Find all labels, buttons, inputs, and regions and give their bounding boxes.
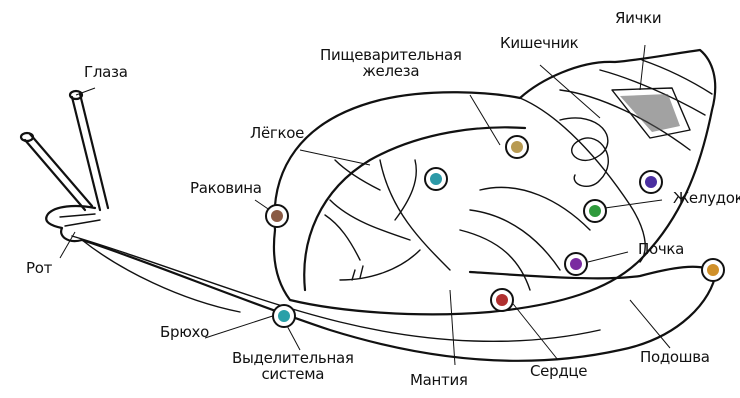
label-eggs: Яички [615, 10, 661, 26]
marker-heart [491, 289, 513, 311]
organ-markers [266, 136, 724, 327]
label-kidney: Почка [638, 241, 684, 257]
label-mantle: Мантия [410, 372, 468, 388]
tentacles [21, 91, 108, 210]
marker-lung [425, 168, 447, 190]
label-excretory-system: Выделительная система [232, 350, 354, 382]
marker-shell [266, 205, 288, 227]
label-lung: Лёгкое [250, 125, 304, 141]
marker-intestine [640, 171, 662, 193]
label-intestine: Кишечник [500, 35, 578, 51]
label-mouth: Рот [26, 260, 52, 276]
label-shell: Раковина [190, 180, 262, 196]
marker-sole [702, 259, 724, 281]
marker-kidney [565, 253, 587, 275]
eggs-pouch [612, 88, 690, 138]
marker-belly [273, 305, 295, 327]
marker-stomach [584, 200, 606, 222]
label-belly: Брюхо [160, 324, 209, 340]
label-eyes: Глаза [84, 64, 128, 80]
label-stomach: Желудок [673, 190, 740, 206]
label-heart: Сердце [530, 363, 587, 379]
marker-digestive-gland [506, 136, 528, 158]
label-sole: Подошва [640, 349, 710, 365]
label-digestive-gland: Пищеварительная железа [320, 47, 462, 79]
